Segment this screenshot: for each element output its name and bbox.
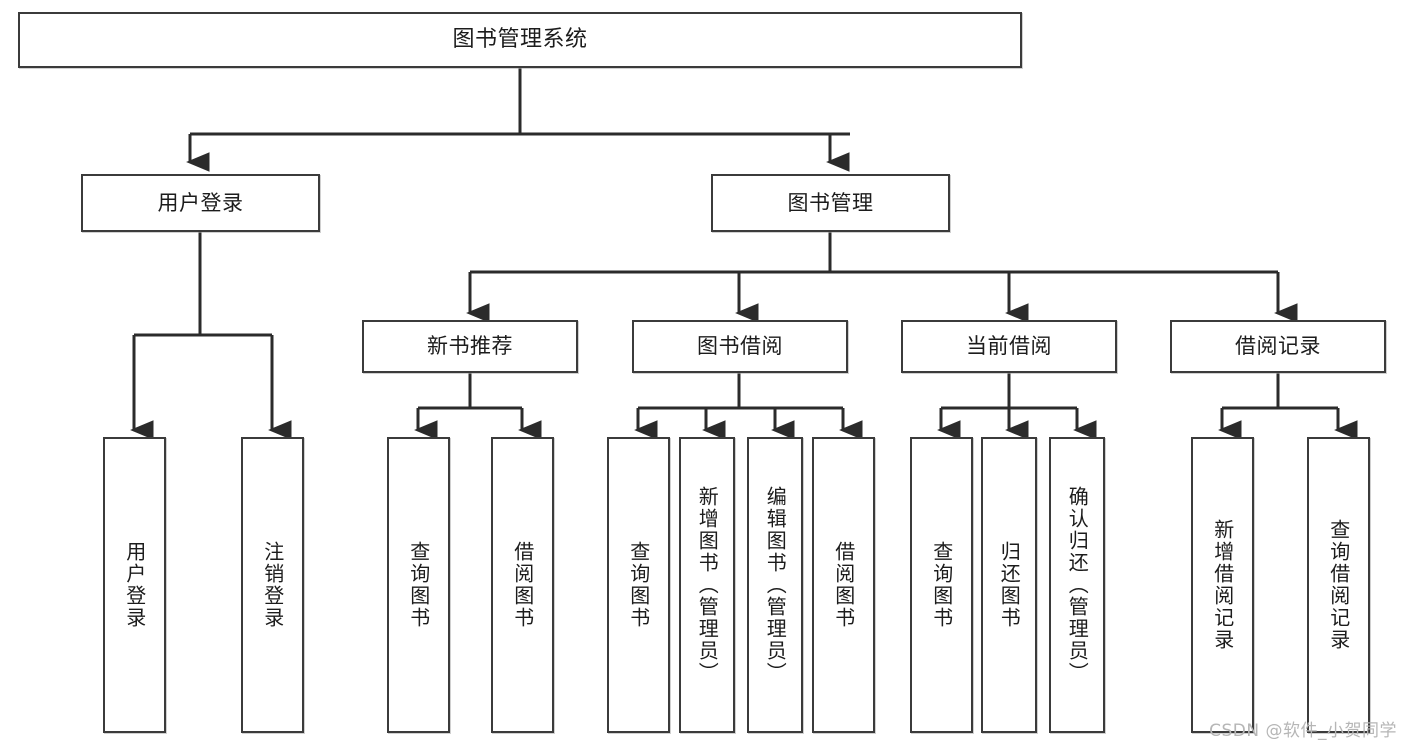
leaf-query-book-new[interactable]: 查询图书 — [387, 437, 450, 733]
node-label: 注销登录 — [260, 541, 285, 629]
node-label: 图书借阅 — [697, 334, 783, 359]
node-label: 新增借阅记录 — [1210, 519, 1235, 651]
node-current-borrow[interactable]: 当前借阅 — [901, 320, 1117, 373]
node-label: 查询借阅记录 — [1326, 519, 1351, 651]
node-label: 新增图书（管理员） — [695, 486, 720, 684]
node-borrow-record[interactable]: 借阅记录 — [1170, 320, 1386, 373]
node-label: 用户登录 — [122, 541, 147, 629]
leaf-borrow-book[interactable]: 借阅图书 — [812, 437, 875, 733]
node-new-book-recommendation[interactable]: 新书推荐 — [362, 320, 578, 373]
node-user-login-group[interactable]: 用户登录 — [81, 174, 320, 232]
leaf-return-book[interactable]: 归还图书 — [981, 437, 1037, 733]
node-label: 查询图书 — [929, 541, 954, 629]
node-label: 借阅记录 — [1235, 334, 1321, 359]
node-label: 确认归还（管理员） — [1065, 486, 1090, 684]
node-label: 归还图书 — [997, 541, 1022, 629]
leaf-logout[interactable]: 注销登录 — [241, 437, 304, 733]
node-root-book-management-system[interactable]: 图书管理系统 — [18, 12, 1022, 68]
leaf-query-borrow-record[interactable]: 查询借阅记录 — [1307, 437, 1370, 733]
node-label: 新书推荐 — [427, 334, 513, 359]
leaf-add-book-admin[interactable]: 新增图书（管理员） — [679, 437, 735, 733]
node-label: 借阅图书 — [831, 541, 856, 629]
leaf-query-book-borrow[interactable]: 查询图书 — [607, 437, 670, 733]
leaf-borrow-book-new[interactable]: 借阅图书 — [491, 437, 554, 733]
node-label: 借阅图书 — [510, 541, 535, 629]
leaf-add-borrow-record[interactable]: 新增借阅记录 — [1191, 437, 1254, 733]
leaf-confirm-return-admin[interactable]: 确认归还（管理员） — [1049, 437, 1105, 733]
node-book-borrow[interactable]: 图书借阅 — [632, 320, 848, 373]
node-label: 图书管理系统 — [452, 27, 588, 53]
leaf-edit-book-admin[interactable]: 编辑图书（管理员） — [747, 437, 803, 733]
node-label: 查询图书 — [406, 541, 431, 629]
leaf-query-book-current[interactable]: 查询图书 — [910, 437, 973, 733]
node-label: 图书管理 — [787, 190, 874, 215]
leaf-user-login[interactable]: 用户登录 — [103, 437, 166, 733]
watermark-text: CSDN @软件_小贺同学 — [1209, 721, 1397, 741]
node-label: 用户登录 — [157, 190, 244, 215]
node-label: 查询图书 — [626, 541, 651, 629]
node-book-management-group[interactable]: 图书管理 — [711, 174, 950, 232]
node-label: 编辑图书（管理员） — [763, 486, 788, 684]
node-label: 当前借阅 — [966, 334, 1052, 359]
